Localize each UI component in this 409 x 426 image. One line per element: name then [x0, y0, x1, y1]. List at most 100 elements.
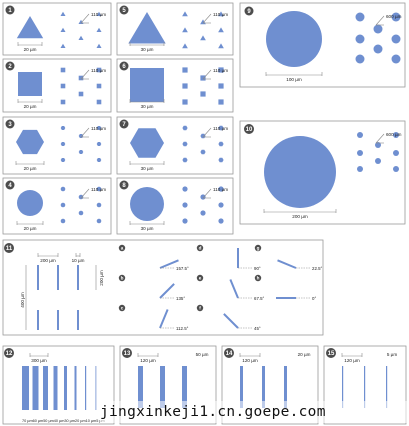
pitch-line: [202, 127, 212, 138]
panel-number-label: 3: [8, 122, 12, 128]
panel-number-badge-circle: [4, 243, 14, 253]
panel-number-badge-circle: [5, 61, 15, 71]
panel-9-array-marker: [355, 54, 365, 64]
panel-1-array-marker: [96, 27, 102, 32]
panel-6-array-marker: [200, 75, 206, 81]
panel-9-badge: 9: [244, 6, 254, 16]
panel-number-badge-circle: [5, 180, 15, 190]
panel-number-label: 10: [246, 127, 253, 133]
panel-3-array-marker: [96, 126, 102, 130]
subpanel-letter: g: [257, 246, 260, 251]
panel-8-array-marker: [182, 186, 188, 192]
dimension-label: 300 µm: [31, 358, 47, 363]
subpanel-letter: d: [199, 246, 202, 251]
panel-number-label: 6: [122, 64, 126, 70]
subpanel-letter-badge: [196, 244, 204, 252]
panel-10-pitch: 600 µm: [375, 132, 402, 144]
panel-8-array-marker: [218, 202, 224, 208]
panel-5-array-marker: [182, 27, 188, 33]
panel-6-array-marker: [182, 67, 188, 73]
panel-11-subpanel-f: f45°: [196, 304, 261, 331]
subpanel-letter-badge: [118, 274, 126, 282]
panel-10-array-marker: [375, 142, 381, 148]
panel-7-array-marker: [218, 157, 224, 163]
dimension-label: 120 µm: [344, 358, 360, 363]
panel-6-array-marker: [218, 67, 224, 73]
panel-8-badge: 8: [119, 180, 129, 190]
panel-15-bar: [386, 366, 388, 408]
pitch-line: [80, 127, 90, 138]
dimension-label: 20 µm: [24, 104, 37, 109]
panel-9-array-marker: [355, 34, 365, 44]
panel-6-array-marker: [182, 83, 188, 89]
dimension-label: 100 µm: [286, 77, 302, 82]
pitch-label: 110 µm: [91, 12, 106, 17]
subpanel-letter: e: [199, 276, 202, 281]
watermark-text: jingxinkeji1.cn.goepe.com: [100, 401, 409, 423]
panel-8-array-marker: [200, 194, 206, 200]
panel-3-array-marker: [60, 158, 66, 162]
panel-3-array-marker: [60, 142, 66, 146]
panel-8-array-marker: [200, 210, 206, 216]
panel-1-array-marker: [60, 27, 66, 32]
panel-12-bar: [64, 366, 67, 410]
panel-1-array-marker: [96, 43, 102, 48]
panel-5-array-marker: [182, 11, 188, 17]
panel-number-label: 4: [8, 183, 12, 189]
dimension-label: 30 µm: [141, 226, 154, 231]
panel-2-array-marker: [60, 99, 66, 105]
panel-number-label: 8: [122, 183, 126, 189]
panel-number-label: 15: [328, 351, 335, 357]
pitch-line: [202, 69, 212, 80]
dimension-label: 120 µm: [242, 358, 258, 363]
panel-14-spacing-dimension: 120 µm: [239, 353, 261, 363]
angle-label: 67.5°: [254, 296, 265, 301]
panel-12-bar: [53, 366, 58, 410]
angle-label: 90°: [254, 266, 261, 271]
panel-6-array-marker: [218, 99, 224, 105]
dimension-label: 200 µm: [40, 258, 56, 263]
dimension-label: 30 µm: [141, 104, 154, 109]
subpanel-letter: b: [121, 276, 124, 281]
panel-2-scale-dimension: 20 µm: [17, 99, 43, 109]
panel-4-array-marker: [78, 194, 84, 200]
dimension-label: 200 µm: [292, 214, 308, 219]
angled-line: [223, 313, 239, 329]
panel-9-array-marker: [391, 34, 401, 44]
panel-1-array-marker: [78, 35, 84, 40]
panel-10-array-marker: [357, 132, 363, 138]
pitch-line: [202, 13, 212, 24]
panel-12-bottom-label: 70 µm: [22, 419, 33, 423]
panel-8-array-marker: [218, 218, 224, 224]
panel-7-main-shape: [130, 128, 164, 158]
panel-number-badge-circle: [119, 61, 129, 71]
panel-11-subpanel-h: h0°: [254, 274, 316, 301]
panel-14-bar: [262, 366, 265, 408]
pitch-label: 600 µm: [386, 132, 402, 137]
panel-13-bar: [182, 366, 187, 408]
panel-2-pitch: 110 µm: [80, 68, 106, 80]
panel-4-scale-dimension: 20 µm: [16, 221, 44, 231]
panel-15-bar: [364, 366, 366, 408]
angled-line: [229, 279, 239, 299]
panel-12-bottom-label: 40 µm: [54, 419, 65, 423]
panel-7-array-marker: [182, 125, 188, 131]
panel-10-array-marker: [375, 158, 381, 164]
panel-number-badge-circle: [119, 5, 129, 15]
pitch-label: 110 µm: [91, 126, 106, 131]
panel-12-bar: [22, 366, 29, 410]
panel-10-array-marker: [393, 150, 399, 156]
panel-8-array-marker: [218, 186, 224, 192]
panel-number-badge-circle: [119, 119, 129, 129]
subpanel-letter-badge: [118, 304, 126, 312]
panel-9-array-marker: [391, 54, 401, 64]
pitch-line: [80, 69, 90, 80]
panel-15-spacing-dimension: 120 µm: [341, 353, 363, 363]
panel-9: [239, 2, 406, 88]
panel-5: [116, 2, 234, 56]
panel-13-spacing-dimension: 120 µm: [137, 353, 159, 363]
panel-10-main-circle: [264, 136, 336, 208]
pitch-label: 110 µm: [213, 68, 228, 73]
pitch-label: 600 µm: [386, 14, 402, 19]
